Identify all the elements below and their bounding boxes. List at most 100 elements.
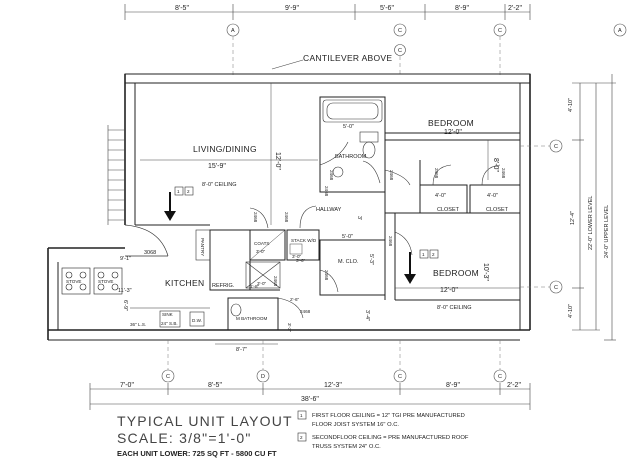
- bedroom-1-label: BEDROOM: [428, 118, 474, 128]
- closet-1-width: 4'-0": [435, 193, 446, 199]
- bedroom-1-depth: 8'-0": [492, 158, 499, 172]
- living-ceiling: 8'-0" CEILING: [202, 182, 237, 188]
- stove-right: [93, 267, 123, 295]
- door-code-mbath: 2468: [273, 276, 278, 287]
- top-dim-3: 5'-6": [380, 5, 394, 12]
- hallway-width: 3': [356, 216, 362, 220]
- stove-left-label: STOVE: [66, 279, 82, 284]
- entry-width: 9'-1": [120, 256, 131, 262]
- lower-level-dim: 22'-0" LOWER LEVEL: [588, 196, 594, 250]
- kitchen-width: 11'-3": [118, 288, 132, 294]
- bedroom-2-width: 12'-0": [440, 287, 458, 294]
- bottom-dim-3: 12'-3": [324, 382, 342, 389]
- note-1-line1: FIRST FLOOR CEILING = 12" TGI PRE MANUFA…: [312, 413, 465, 419]
- sink-size: 24" S.B.: [161, 321, 178, 326]
- mclo-label: M. CLO.: [338, 259, 359, 265]
- stack-width: 3'-0": [292, 254, 302, 259]
- door-code-bed1: 2468: [389, 170, 394, 181]
- kitchen-label: KITCHEN: [165, 278, 204, 288]
- dim-3-4: 3'-4": [364, 310, 370, 321]
- note-markers: [297, 410, 307, 442]
- bottom-dim-1: 7'-0": [120, 382, 134, 389]
- tag-box-bedroom2: [419, 249, 439, 259]
- exterior-walls: [47, 73, 531, 341]
- drawing-title: TYPICAL UNIT LAYOUT: [117, 413, 293, 429]
- door-code-bath: 2468: [329, 170, 334, 181]
- coats-width: 3'-0": [256, 249, 266, 254]
- bedroom-1-width: 12'-0": [444, 129, 462, 136]
- right-dim-2: 12'-4": [570, 211, 576, 225]
- entry-door: [124, 224, 169, 257]
- hallway-label: HALLWAY: [316, 207, 342, 213]
- grid-top-c1: C: [398, 28, 402, 34]
- mbath-label: M BATHROOM: [236, 316, 267, 321]
- stair-arrow-right: [404, 252, 416, 284]
- sink-label: SINK: [162, 312, 174, 317]
- stair-arrow-left: [164, 192, 176, 221]
- top-dim-5: 2'-2": [508, 5, 522, 12]
- bedroom-2-label: BEDROOM: [433, 268, 479, 278]
- grid-top-c2: C: [398, 48, 402, 54]
- tag-1-living: 1: [177, 189, 180, 194]
- grid-bottom-2: D: [261, 374, 265, 380]
- dim-3-3: 3'-3": [287, 323, 292, 333]
- right-dimension-string: [572, 74, 616, 341]
- door-code-hall2: 2468: [324, 186, 329, 197]
- bottom-dimension-string: [89, 383, 531, 410]
- door-code-closet2: 2468: [501, 168, 506, 179]
- note-1-line2: FLOOR JOIST SYSTEM 16" O.C.: [312, 422, 399, 428]
- note-2-line2: TRUSS SYSTEM 24" O.C.: [312, 444, 381, 450]
- stack-label: STACK W/D: [291, 238, 317, 243]
- grid-right-c1: C: [554, 144, 558, 150]
- living-width: 15'-9": [208, 163, 226, 170]
- right-dim-3: 4'-10": [568, 304, 574, 318]
- right-dim-1: 4'-10": [568, 98, 574, 112]
- bathroom-label: BATHROOM: [335, 154, 367, 160]
- top-dimension-string: [124, 4, 531, 20]
- bath-width: 5'-0": [343, 124, 354, 130]
- tag-box-living: [174, 186, 194, 196]
- kitchen-counter: [130, 307, 210, 328]
- refrigerator-box: [245, 261, 281, 289]
- stove-left: [61, 267, 91, 295]
- top-dim-1: 8'-5": [175, 5, 189, 12]
- kitchen-depth: 6'-9": [122, 300, 128, 311]
- grid-bottom-3: C: [398, 374, 402, 380]
- top-dim-4: 8'-9": [455, 5, 469, 12]
- closet-1-label: CLOSET: [437, 207, 460, 213]
- door-code-bed2: 2468: [388, 236, 393, 247]
- stove-right-label: STOVE: [98, 279, 114, 284]
- tag-2-bedroom2: 2: [432, 252, 435, 257]
- dim-2-6: 2'-6": [290, 297, 300, 302]
- mclo-depth: 5'-3": [368, 254, 374, 265]
- interior-walls: [135, 96, 521, 331]
- door-code-closet1: 2468: [434, 168, 439, 179]
- bathtub: [322, 99, 383, 123]
- living-label: LIVING/DINING: [193, 144, 257, 154]
- tag-1-bedroom2: 1: [422, 252, 425, 257]
- top-dim-2: 9'-9": [285, 5, 299, 12]
- drawing-scale: SCALE: 3/8"=1'-0": [117, 430, 252, 446]
- grid-top-a: A: [231, 28, 235, 34]
- cantilever-label: CANTILEVER ABOVE: [303, 53, 392, 63]
- stair-treads: [107, 125, 125, 225]
- upper-level-dim: 24'-0" UPPER LEVEL: [604, 205, 610, 258]
- note-2-num: 2: [300, 435, 303, 440]
- bottom-dim-2: 8'-5": [208, 382, 222, 389]
- coats-label: COATS: [254, 241, 269, 246]
- bedroom-2-ceiling: 8'-0" CEILING: [437, 305, 472, 311]
- bedroom-2-depth: 10'-3": [482, 263, 489, 281]
- dim-1-8: 1'-8": [250, 284, 260, 289]
- door-code-coats: 2468: [253, 212, 258, 223]
- door-code-stack: 2468: [284, 212, 289, 223]
- refrig-label: REFRIG.: [212, 283, 235, 289]
- overall-width: 38'-6": [301, 396, 319, 403]
- living-depth: 12'-0": [274, 152, 281, 170]
- grid-right-c2: C: [554, 285, 558, 291]
- grid-top-a2: A: [618, 28, 622, 34]
- grid-bottom-4: C: [498, 374, 502, 380]
- lazy-susan: 36" L.S.: [130, 322, 146, 327]
- closet-2-width: 4'-0": [487, 193, 498, 199]
- note-1-num: 1: [300, 413, 303, 418]
